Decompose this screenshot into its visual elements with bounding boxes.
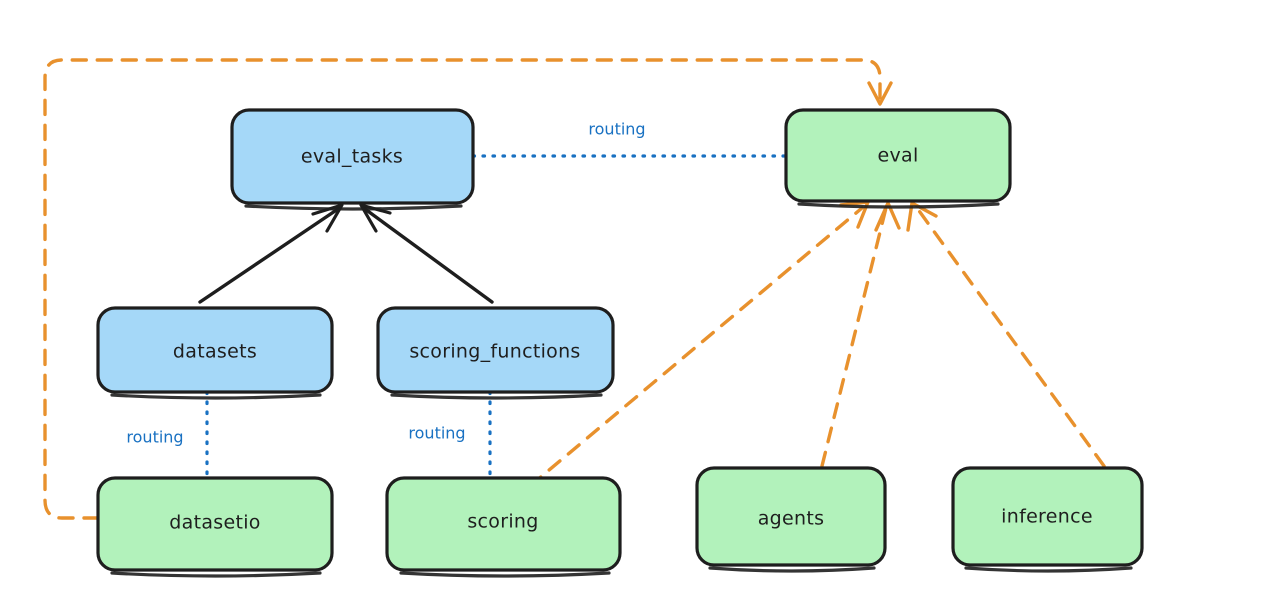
node-inference[interactable]: inference: [951, 466, 1144, 573]
node-agents-box[interactable]: [695, 466, 887, 567]
edge-datasetio-eval-arrowhead: [867, 81, 893, 106]
node-inference-label: inference: [1001, 506, 1093, 528]
node-scoring-label: scoring: [467, 511, 538, 533]
edge-agents-eval-path: [820, 206, 888, 468]
node-scoring-shadow: [399, 571, 611, 578]
node-eval_tasks-shadow: [244, 204, 463, 211]
node-agents[interactable]: agents: [695, 466, 887, 573]
edge-scoring_functions-scoring: routing: [408, 390, 492, 480]
node-datasets[interactable]: datasets: [96, 306, 334, 400]
edge-label-routing-datasetio: routing: [126, 428, 183, 447]
edge-inference-eval-arrowhead: [906, 201, 938, 232]
node-datasets-label: datasets: [173, 341, 257, 363]
node-datasets-box[interactable]: [96, 306, 334, 394]
edge-datasets-eval_tasks: [198, 203, 344, 304]
node-scoring_functions[interactable]: scoring_functions: [376, 306, 615, 400]
edge-agents-eval: [820, 201, 901, 468]
node-eval-label: eval: [877, 145, 918, 167]
node-eval[interactable]: eval: [784, 108, 1012, 209]
edge-scoring_functions-eval_tasks: [359, 203, 494, 304]
node-agents-label: agents: [758, 508, 825, 530]
edge-datasetio-eval-path: [43, 58, 882, 520]
node-datasetio-label: datasetio: [169, 512, 260, 534]
node-eval-shadow: [797, 202, 1000, 209]
node-eval_tasks-box[interactable]: [230, 108, 475, 205]
edge-datasets-datasetio: routing: [126, 390, 209, 480]
node-inference-box[interactable]: [951, 466, 1144, 567]
node-datasetio[interactable]: datasetio: [96, 476, 334, 578]
edge-layer: routing routing routing: [43, 58, 1106, 520]
node-scoring_functions-box[interactable]: [376, 306, 615, 394]
node-datasets-shadow: [110, 393, 322, 400]
edge-label-routing-eval: routing: [588, 120, 645, 139]
node-layer: eval_tasks eval datasets scoring_functio…: [96, 108, 1144, 578]
node-scoring_functions-shadow: [390, 393, 603, 400]
edge-datasetio-eval: [43, 58, 893, 520]
edge-scoring-eval-path: [528, 206, 864, 488]
node-datasetio-box[interactable]: [96, 476, 334, 572]
node-eval-box[interactable]: [784, 108, 1012, 203]
edge-inference-eval-path: [915, 206, 1106, 468]
edge-scoring_functions-eval_tasks-path: [363, 207, 494, 304]
node-agents-shadow: [708, 566, 876, 573]
node-inference-shadow: [964, 566, 1133, 573]
edge-datasets-eval_tasks-arrowhead: [311, 203, 344, 233]
node-scoring[interactable]: scoring: [385, 476, 622, 578]
node-scoring_functions-label: scoring_functions: [409, 341, 580, 363]
node-scoring-box[interactable]: [385, 476, 622, 572]
edge-label-routing-scoring: routing: [408, 424, 465, 443]
edge-agents-eval-arrowhead: [874, 201, 901, 232]
edge-inference-eval: [906, 201, 1106, 468]
edge-eval_tasks-eval: routing: [471, 120, 788, 158]
node-datasetio-shadow: [110, 571, 322, 578]
node-eval_tasks[interactable]: eval_tasks: [230, 108, 475, 211]
edge-datasets-eval_tasks-path: [198, 207, 340, 304]
node-eval_tasks-label: eval_tasks: [301, 146, 403, 168]
